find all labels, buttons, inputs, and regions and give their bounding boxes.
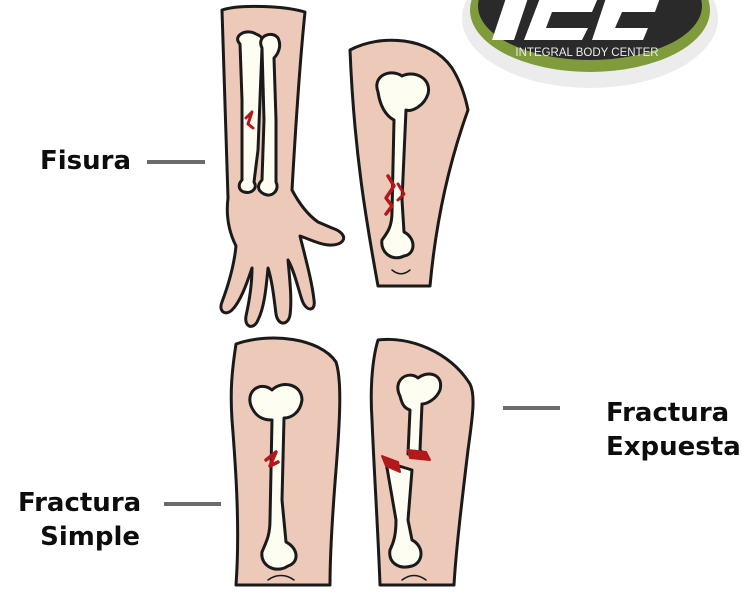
leader-line-fractura-simple bbox=[164, 502, 221, 506]
leader-line-fisura bbox=[147, 160, 205, 164]
label-fisura-text: Fisura bbox=[40, 144, 131, 178]
label-fractura-expuesta: Fractura Expuesta bbox=[606, 396, 741, 464]
upper-right-leg-illustration bbox=[350, 40, 468, 286]
label-fractura-expuesta-line2: Expuesta bbox=[606, 430, 741, 464]
forearm-hand-illustration bbox=[221, 6, 344, 326]
label-fractura-simple-line2: Simple bbox=[18, 520, 140, 554]
label-fractura-simple-line1: Fractura bbox=[18, 486, 140, 520]
integral-body-center-logo: INTEGRAL BODY CENTER bbox=[462, 0, 718, 88]
simple-fracture-leg-illustration bbox=[231, 338, 340, 585]
label-fisura: Fisura bbox=[40, 144, 131, 178]
leader-line-fractura-expuesta bbox=[503, 406, 560, 410]
label-fractura-expuesta-line1: Fractura bbox=[606, 396, 741, 430]
open-wound-upper bbox=[408, 450, 430, 460]
logo-tagline: INTEGRAL BODY CENTER bbox=[515, 47, 658, 59]
label-fractura-simple: Fractura Simple bbox=[18, 486, 140, 554]
open-fracture-leg-illustration bbox=[371, 339, 473, 585]
